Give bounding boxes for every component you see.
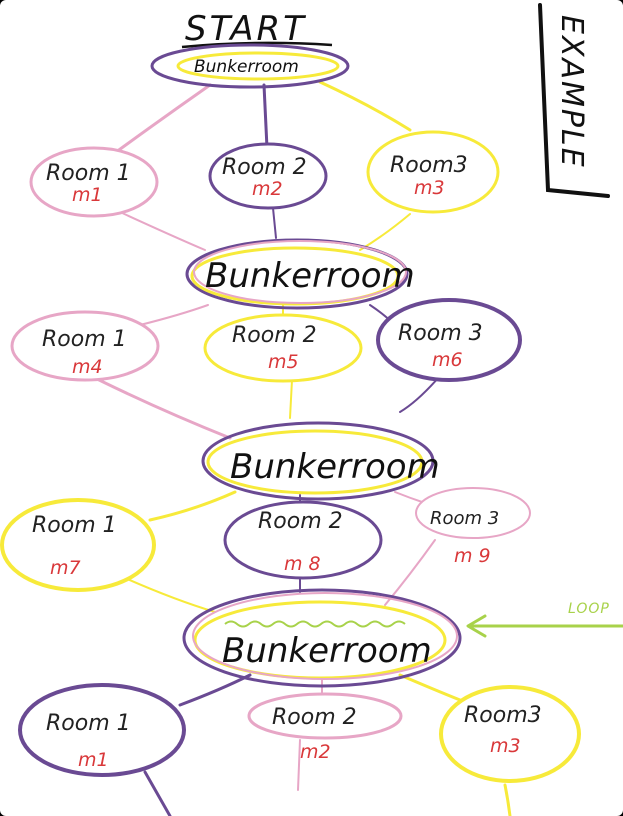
room-node: Room3 m3 <box>439 685 581 783</box>
room-node: Room 2 m2 <box>208 142 328 210</box>
room-node-outline <box>10 310 160 382</box>
room-node-outline <box>376 298 522 382</box>
mod-label: m1 <box>72 184 103 206</box>
connector-room7-b4 <box>124 577 216 613</box>
loop-wave-icon <box>224 620 406 628</box>
bunker-node-outline <box>150 43 350 89</box>
room-label: Room 2 <box>222 155 307 180</box>
room-label: Room3 <box>390 153 468 178</box>
connector-room1-down <box>143 770 172 816</box>
room-label: Room 3 <box>430 508 499 529</box>
room-label: Room 1 <box>46 711 131 736</box>
bunker-node: Bunkerroom <box>201 421 440 501</box>
room-label: Room 1 <box>42 327 127 352</box>
connector-room1-b2 <box>119 211 206 251</box>
connector-b1-room3 <box>318 80 412 132</box>
room-node: Room3 m3 <box>366 130 500 214</box>
connector-room2-b2 <box>272 207 277 239</box>
room-node-outline <box>203 313 363 383</box>
bunker-node-outline <box>201 421 435 501</box>
mod-label: m3 <box>490 735 521 757</box>
room-node: Room 3 m 9 <box>415 487 531 567</box>
bunker-label: Bunkerroom <box>205 256 415 296</box>
loop-arrow-icon <box>466 614 623 638</box>
room-label: Room 3 <box>398 321 483 346</box>
room-node-outline <box>208 142 328 210</box>
connector-b4-room1 <box>178 673 252 707</box>
mod-label: m7 <box>50 557 81 579</box>
room-node-outline <box>223 500 383 580</box>
room-label: Room 1 <box>46 161 131 186</box>
room-node-outline <box>247 692 403 740</box>
room-node-outline <box>29 146 159 218</box>
connector-room4-b3 <box>93 376 232 440</box>
room-node: Room 3 m6 <box>376 298 522 382</box>
room-node: Room 2 m 8 <box>223 500 383 580</box>
room-node-outline <box>18 683 186 777</box>
mod-label: m5 <box>268 351 299 373</box>
room-node-outline <box>366 130 500 214</box>
example-label: EXAMPLE <box>554 15 589 169</box>
connector-b1-room1 <box>110 83 212 157</box>
connector-b3-room7 <box>148 490 237 522</box>
mod-label: m4 <box>72 356 103 378</box>
connector-b2-room1 <box>139 304 209 326</box>
bunker-label: Bunkerroom <box>194 57 299 77</box>
room-node: Room 1 m4 <box>10 310 160 382</box>
room-label: Room 1 <box>32 513 117 538</box>
bunker-node-outline-inner <box>190 246 400 306</box>
connector-b1-room2 <box>262 83 269 150</box>
bunker-node-outline-pink <box>192 592 458 680</box>
mod-label: m3 <box>414 177 445 199</box>
room-node-outline <box>0 498 156 592</box>
connector-room5-b3 <box>289 379 293 419</box>
room-node-outline <box>415 487 531 539</box>
connector-b4-room3 <box>398 673 462 702</box>
room-label: Room3 <box>464 703 542 728</box>
start-underline <box>181 41 333 49</box>
room-label: Room 2 <box>258 509 343 534</box>
connector-room3-down <box>503 783 512 816</box>
connector-room2-down <box>297 739 301 791</box>
room-node: Room 1 m1 <box>18 683 186 777</box>
room-node: Room 1 m1 <box>29 146 159 218</box>
bunker-node: Bunkerroom <box>185 238 415 310</box>
bunker-node-outline <box>182 588 462 688</box>
bunker-label: Bunkerroom <box>230 447 440 487</box>
room-label: Room 2 <box>232 323 317 348</box>
bunker-node: Bunkerroom <box>150 43 350 89</box>
room-node: Room 1 m7 <box>0 498 156 592</box>
mod-label: m6 <box>432 349 463 371</box>
room-label: Room 2 <box>272 705 357 730</box>
loop-label: LOOP <box>568 601 610 617</box>
room-node: Room 2 m2 <box>247 692 403 763</box>
mod-label: m 9 <box>454 545 491 567</box>
connector-room3-b2 <box>359 213 411 251</box>
bunker-node-outline <box>185 238 409 310</box>
mod-label: m 8 <box>284 553 321 575</box>
connector-b3-room9 <box>394 491 426 504</box>
bunker-node-outline-inner <box>206 429 424 495</box>
mod-label: m1 <box>78 749 109 771</box>
bunker-node-outline-inner <box>176 51 340 81</box>
mod-label: m2 <box>252 178 283 200</box>
bunker-node-outline-pink <box>193 240 407 304</box>
bunker-node: Bunkerroom <box>182 588 462 688</box>
connector-lines <box>93 80 512 816</box>
bunker-label: Bunkerroom <box>222 631 432 671</box>
example-bracket <box>538 3 610 198</box>
room-node-outline <box>439 685 581 783</box>
mod-label: m2 <box>300 741 331 763</box>
room-node: Room 2 m5 <box>203 313 363 383</box>
